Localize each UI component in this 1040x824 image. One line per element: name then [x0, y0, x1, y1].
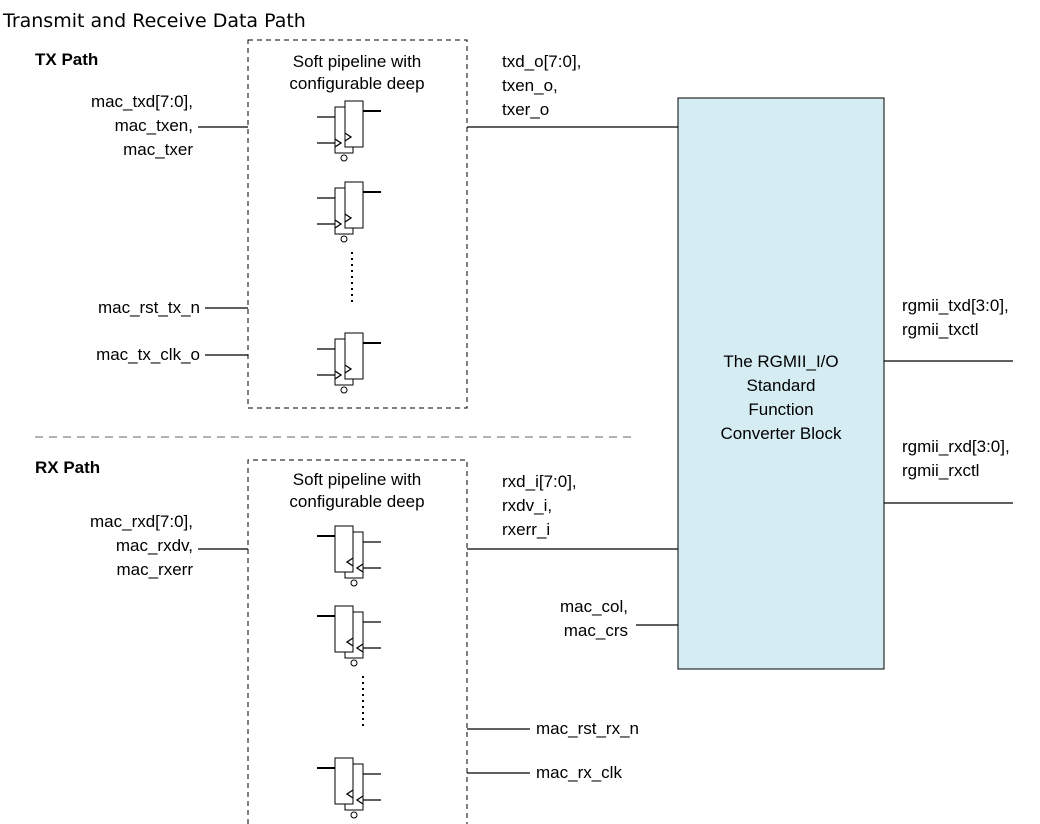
rgmii-rx-pin-1: rgmii_rxd[3:0],: [902, 437, 1010, 456]
tx-input-signal-2: mac_txen,: [115, 116, 193, 135]
tx-output-signal-1: txd_o[7:0],: [502, 52, 581, 71]
tx-input-signal-3: mac_txer: [123, 140, 193, 159]
rgmii-tx-pin-2: rgmii_txctl: [902, 320, 979, 339]
rx-soft-pipeline-box: [247, 459, 468, 824]
tx-input-signal-1: mac_txd[7:0],: [91, 92, 193, 111]
rgmii-rx-pin-2: rgmii_rxctl: [902, 461, 979, 480]
rgmii-tx-pins: rgmii_txd[3:0], rgmii_txctl: [884, 296, 1013, 362]
rx-pipeline-label-line-1: Soft pipeline with: [293, 470, 422, 489]
rx-input-signal-1: rxd_i[7:0],: [502, 472, 577, 491]
rx-flip-flop-3: [317, 757, 381, 819]
rgmii-rx-pins: rgmii_rxd[3:0], rgmii_rxctl: [884, 437, 1013, 504]
tx-path-section: TX Path Soft pipeline with configurable …: [35, 39, 678, 409]
diagram-title: Transmit and Receive Data Path: [2, 10, 306, 32]
tx-output-signal-2: txen_o,: [502, 76, 558, 95]
rx-mac-signal-2: mac_rxdv,: [116, 536, 193, 555]
rx-status-signal-2: mac_crs: [564, 621, 628, 640]
tx-pipeline-label-line-2: configurable deep: [289, 74, 424, 93]
rx-status-signal-1: mac_col,: [560, 597, 628, 616]
converter-label-line-1: The RGMII_I/O: [723, 352, 838, 371]
rx-reset-signal: mac_rst_rx_n: [536, 719, 639, 738]
tx-path-heading: TX Path: [35, 50, 98, 69]
rgmii-converter-block: The RGMII_I/O Standard Function Converte…: [677, 97, 885, 670]
tx-output-signal-3: txer_o: [502, 100, 549, 119]
tx-flip-flop-3: [317, 332, 381, 394]
tx-flip-flop-2: [317, 181, 381, 243]
rgmii-tx-pin-1: rgmii_txd[3:0],: [902, 296, 1009, 315]
rx-path-heading: RX Path: [35, 458, 100, 477]
rx-mac-signal-1: mac_rxd[7:0],: [90, 512, 193, 531]
rx-pipeline-label-line-2: configurable deep: [289, 492, 424, 511]
rx-input-signal-2: rxdv_i,: [502, 496, 552, 515]
converter-label-line-4: Converter Block: [721, 424, 842, 443]
converter-label-line-2: Standard: [747, 376, 816, 395]
tx-soft-pipeline-box: [247, 39, 468, 409]
rx-flip-flop-2: [317, 605, 381, 667]
rx-flip-flop-1: [317, 525, 381, 587]
rx-mac-signal-3: mac_rxerr: [116, 560, 193, 579]
tx-flip-flop-1: [317, 100, 381, 162]
tx-pipeline-label-line-1: Soft pipeline with: [293, 52, 422, 71]
rx-input-signal-3: rxerr_i: [502, 520, 550, 539]
converter-label-line-3: Function: [748, 400, 813, 419]
tx-clock-signal: mac_tx_clk_o: [96, 345, 200, 364]
tx-reset-signal: mac_rst_tx_n: [98, 298, 200, 317]
converter-block-box: [677, 97, 885, 670]
rx-clock-signal: mac_rx_clk: [536, 763, 622, 782]
rx-path-section: RX Path Soft pipeline with configurable …: [35, 458, 678, 824]
